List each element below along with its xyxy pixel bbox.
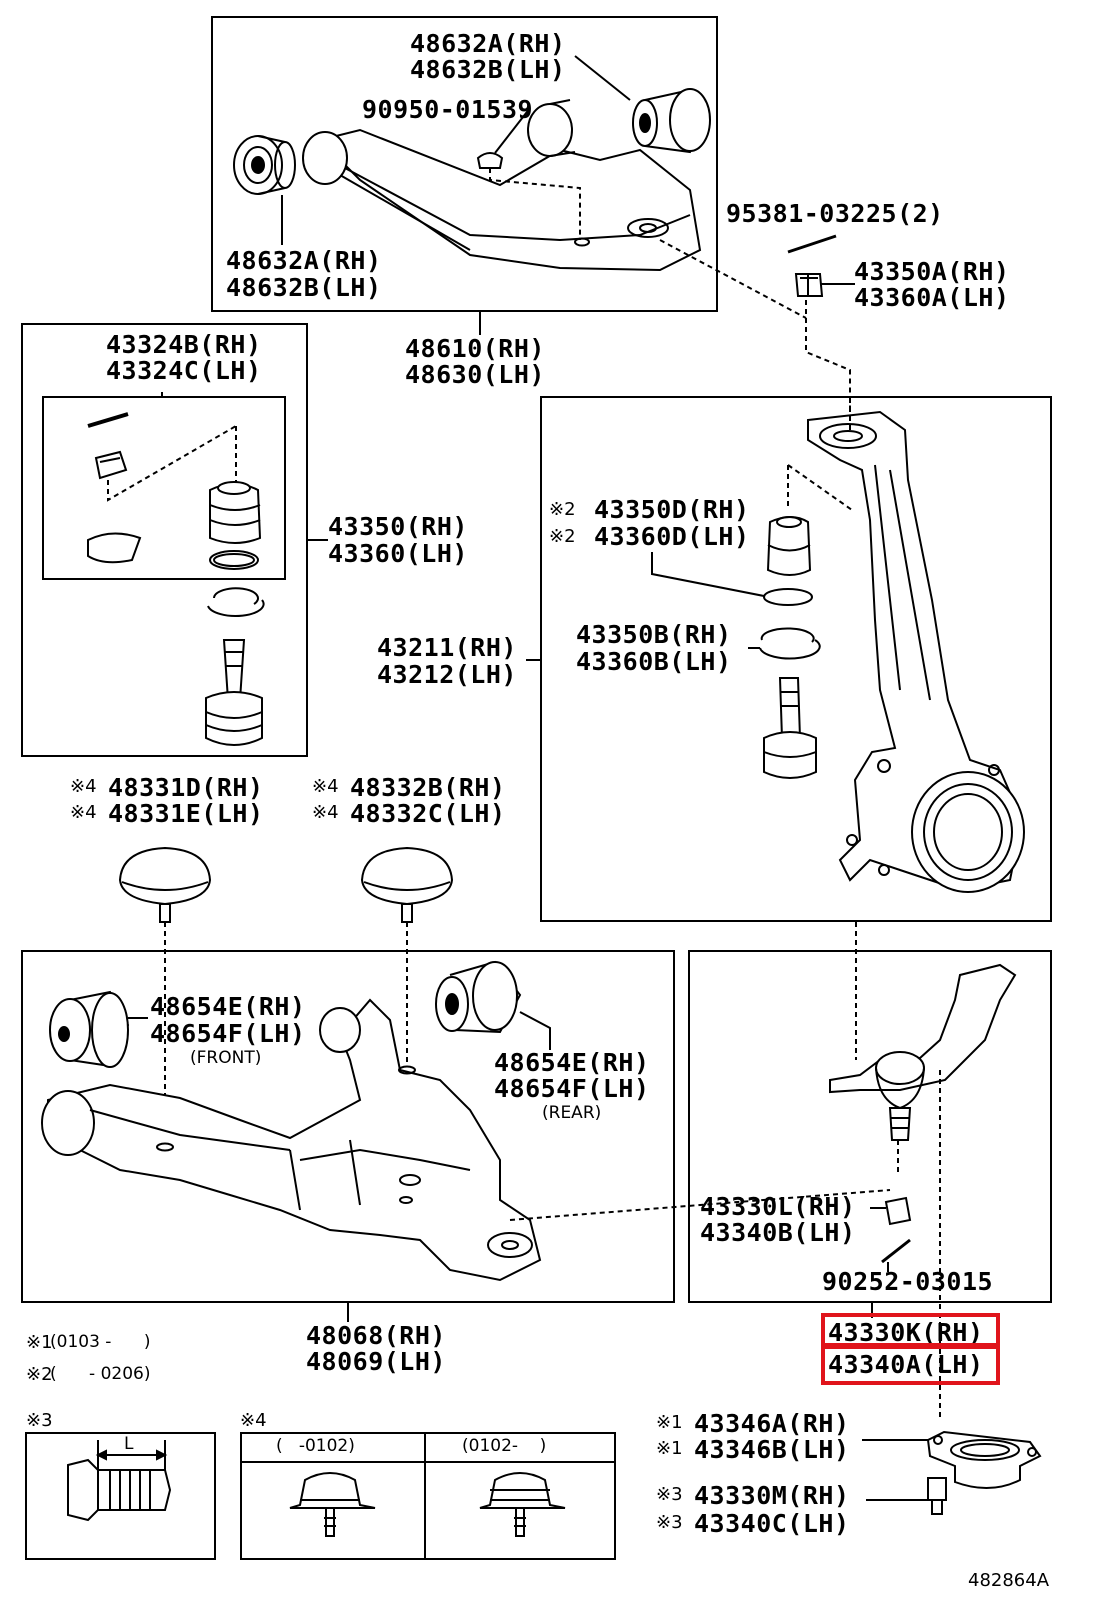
mark-1-b: ※1 [656,1438,683,1459]
note3-bolt-drawing [67,1440,172,1522]
mark-3-b: ※3 [656,1512,683,1533]
note2-text: ( - 0206) [50,1364,151,1384]
label-43324B: 43324B(RH) [106,330,262,359]
label-43211: 43211(RH) [377,633,517,662]
leader-43350D [651,552,765,597]
label-48332B: 48332B(RH) [350,773,506,802]
mark-2-b: ※2 [549,526,576,547]
lower-ball-joint-drawing [829,963,1017,1420]
label-90252: 90252-03015 [822,1267,994,1296]
mark-4-a: ※4 [70,776,97,797]
note4-mark: ※4 [240,1410,267,1431]
label-43330M: 43330M(RH) [694,1481,850,1510]
lower-control-arm-drawing [41,998,542,1282]
label-rear: (REAR) [542,1103,602,1123]
label-43350A: 43350A(RH) [854,257,1010,286]
label-43212: 43212(LH) [377,660,517,689]
steering-knuckle-drawing [807,410,1025,893]
bushing-front [49,990,148,1068]
label-43330L: 43330L(RH) [700,1192,856,1221]
label-43346A: 43346A(RH) [694,1409,850,1438]
note4-left-heading: ( -0102) [276,1436,355,1456]
label-front: (FRONT) [190,1048,262,1068]
ball-joint-kit-frame [21,323,308,757]
note4-frame [240,1432,616,1560]
bushing-rear [435,960,551,1050]
highlight-box-43340A [821,1345,1000,1385]
label-48610: 48610(RH) [405,334,545,363]
label-43360: 43360(LH) [328,539,468,568]
mark-3-a: ※3 [656,1484,683,1505]
label-48654F-front: 48654F(LH) [150,1019,306,1048]
note1-text: (0103 - ) [50,1332,151,1352]
label-48632B-top: 48632B(LH) [410,55,566,84]
label-43360B: 43360B(LH) [576,647,732,676]
leader-48632-top [574,55,631,101]
leader-48654-rear [519,1011,551,1050]
lower-arm-frame [21,950,675,1303]
leader-90950 [494,107,531,154]
ball-joint-kit-drawing [87,412,265,746]
label-43340A: 43340A(LH) [828,1350,984,1379]
label-48632B-left: 48632B(LH) [226,273,382,302]
note4-stopper-old [289,1472,376,1537]
label-43360A: 43360A(LH) [854,283,1010,312]
bump-stopper-48332 [360,846,454,1065]
label-48654E-rear: 48654E(RH) [494,1048,650,1077]
label-48654E-front: 48654E(RH) [150,992,306,1021]
upper-control-arm-drawing [233,88,711,272]
label-43346B: 43346B(LH) [694,1435,850,1464]
label-48069: 48069(LH) [306,1347,446,1376]
label-48068: 48068(RH) [306,1321,446,1350]
note3-mark: ※3 [26,1410,53,1431]
knuckle-frame [540,396,1052,922]
label-48632A-top: 48632A(RH) [410,29,566,58]
label-43340C: 43340C(LH) [694,1509,850,1538]
label-43340B: 43340B(LH) [700,1218,856,1247]
mark-1-a: ※1 [656,1412,683,1433]
note3-dimension-label: L [124,1434,134,1454]
note2-mark: ※2 [26,1364,53,1385]
bump-stopper-48331 [118,846,212,1120]
note1-mark: ※1 [26,1332,53,1353]
label-95381: 95381-03225(2) [726,199,944,228]
boot-43346-drawing [862,1430,1042,1490]
bolt-43330M-drawing [866,1477,947,1515]
mark-4-b: ※4 [70,802,97,823]
label-43350: 43350(RH) [328,512,468,541]
mark-4-c: ※4 [312,776,339,797]
label-43324C: 43324C(LH) [106,356,262,385]
label-48331E: 48331E(LH) [108,799,264,828]
label-48654F-rear: 48654F(LH) [494,1074,650,1103]
lower-ball-joint-frame [688,950,1052,1303]
highlight-box-43330K [821,1313,1000,1347]
label-43330K: 43330K(RH) [828,1318,984,1347]
label-43350B: 43350B(RH) [576,620,732,649]
note4-right-heading: (0102- ) [462,1436,547,1456]
upper-arm-frame [211,16,718,312]
label-48630: 48630(LH) [405,360,545,389]
label-48331D: 48331D(RH) [108,773,264,802]
label-48332C: 48332C(LH) [350,799,506,828]
figure-id: 482864A [968,1570,1050,1591]
ball-joint-kit-inner-frame [42,396,286,580]
mark-4-d: ※4 [312,802,339,823]
label-90950: 90950-01539 [362,95,534,124]
note3-frame [25,1432,216,1560]
label-43350D: 43350D(RH) [594,495,750,524]
mark-2-a: ※2 [549,499,576,520]
label-48632A-left: 48632A(RH) [226,246,382,275]
label-43360D: 43360D(LH) [594,522,750,551]
note4-stopper-new [479,1472,566,1537]
